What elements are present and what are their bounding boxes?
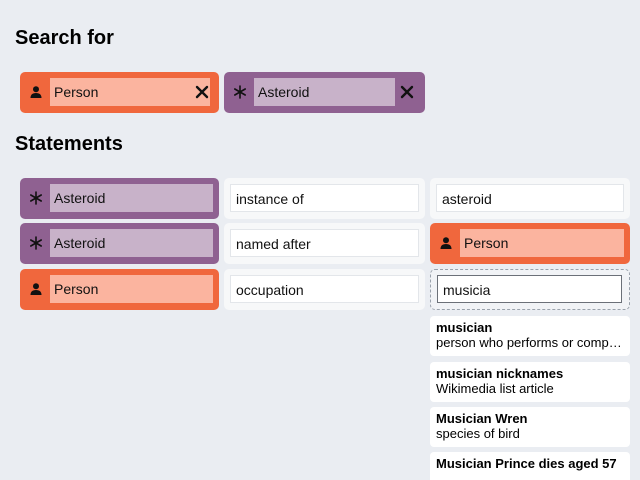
statement-value-cell: asteroid [430,178,630,219]
suggestion-item[interactable]: musician nicknames Wikimedia list articl… [430,362,630,402]
value-field[interactable]: asteroid [436,184,624,212]
subject-field[interactable]: Asteroid [50,229,213,257]
statement-subject-person[interactable]: Person [20,269,219,310]
person-icon [29,282,43,296]
search-chip-label[interactable]: Asteroid [254,78,395,106]
subject-field[interactable]: Person [50,275,213,303]
statement-property-cell: occupation [224,269,425,310]
statement-value-person[interactable]: Person [430,223,630,264]
asterisk-icon [29,191,43,205]
suggestion-title: musician nicknames [436,366,564,381]
suggestion-description: species of bird [436,426,520,441]
remove-person-close-icon[interactable] [195,85,209,99]
person-icon [439,236,453,250]
property-field[interactable]: occupation [230,275,419,303]
asterisk-icon [29,236,43,250]
value-field[interactable]: Person [460,229,624,257]
statement-property-cell: instance of [224,178,425,219]
asterisk-icon [233,85,247,99]
statement-subject-asteroid[interactable]: Asteroid [20,223,219,264]
suggestion-item[interactable]: musician person who performs or composes… [430,316,630,356]
statement-subject-asteroid[interactable]: Asteroid [20,178,219,219]
value-search-input[interactable]: musicia [437,275,622,303]
suggestion-title: Musician Wren [436,411,528,426]
suggestion-item[interactable]: Musician Wren species of bird [430,407,630,447]
suggestion-title: Musician Prince dies aged 57 [436,456,617,471]
search-for-heading: Search for [15,27,114,49]
subject-field[interactable]: Asteroid [50,184,213,212]
suggestion-description: person who performs or composes music [436,335,624,350]
remove-asteroid-close-icon[interactable] [400,85,414,99]
statement-value-cell-editing: musicia [430,269,630,310]
suggestion-description: Wikimedia list article [436,381,554,396]
suggestion-title: musician [436,320,493,335]
property-field[interactable]: named after [230,229,419,257]
search-chip-asteroid[interactable]: Asteroid [224,72,425,113]
search-chip-label[interactable]: Person [50,78,210,106]
statements-heading: Statements [15,133,123,155]
suggestion-item[interactable]: Musician Prince dies aged 57 [430,452,630,480]
person-icon [29,85,43,99]
property-field[interactable]: instance of [230,184,419,212]
search-chip-person[interactable]: Person [20,72,219,113]
statement-property-cell: named after [224,223,425,264]
